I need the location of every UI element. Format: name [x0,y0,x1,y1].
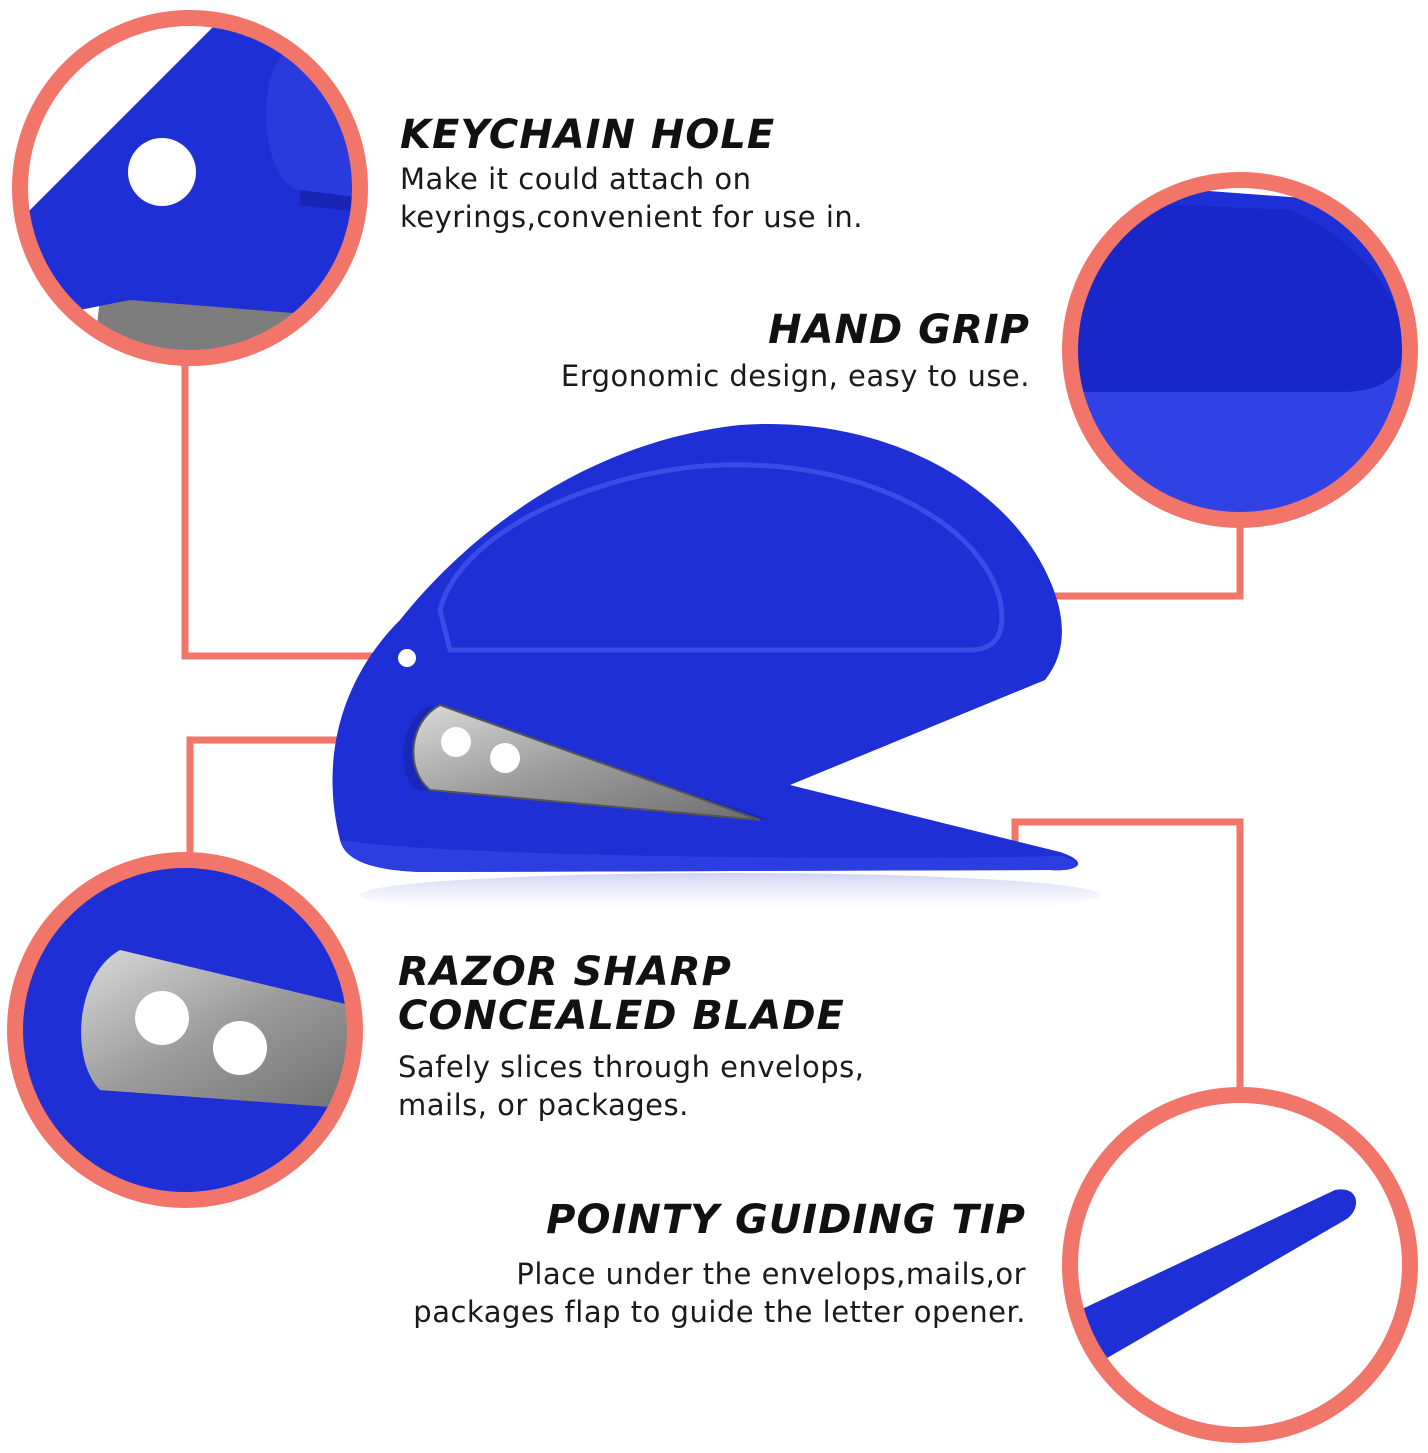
blade-hole-closeup-1 [135,991,189,1045]
keychain-hole-title: KEYCHAIN HOLE [400,112,776,158]
razor-blade-desc-line-2: mails, or packages. [398,1088,689,1122]
blade-hole-2 [490,743,520,773]
keychain-hole [398,649,416,667]
connector-keychain [181,360,395,660]
keychain-hole-desc-line-1: Make it could attach on [400,162,752,196]
letter-opener [332,423,1100,917]
detail-blade [7,852,363,1208]
guiding-tip-description: Place under the envelops,mails,or packag… [413,1255,1026,1331]
detail-tip [1062,1087,1418,1443]
hand-grip-desc-line-1: Ergonomic design, easy to use. [560,359,1030,393]
blade-hole-1 [441,727,471,757]
guiding-tip-title: POINTY GUIDING TIP [546,1197,1026,1243]
blade-hole-closeup-2 [213,1021,267,1075]
blade [412,703,761,821]
razor-blade-title-line-2: CONCEALED BLADE [398,993,845,1039]
keychain-hole-desc-line-2: keyrings,convenient for use in. [400,200,863,234]
razor-blade-description: Safely slices through envelops, mails, o… [398,1048,864,1124]
grip-recess [437,462,1005,653]
detail-grip [1062,172,1418,528]
razor-blade-desc-line-1: Safely slices through envelops, [398,1050,865,1084]
razor-blade-title: RAZOR SHARP CONCEALED BLADE [398,950,845,1038]
razor-blade-title-line-1: RAZOR SHARP [398,949,732,995]
detail-keychain [12,10,368,366]
keychain-hole-closeup [128,138,196,206]
guiding-tip-desc-line-1: Place under the envelops,mails,or [516,1257,1026,1291]
keychain-hole-description: Make it could attach on keyrings,conveni… [400,160,863,236]
guiding-tip-desc-line-2: packages flap to guide the letter opener… [413,1295,1026,1329]
hand-grip-description: Ergonomic design, easy to use. [561,357,1030,395]
hand-grip-title: HAND GRIP [768,307,1030,353]
